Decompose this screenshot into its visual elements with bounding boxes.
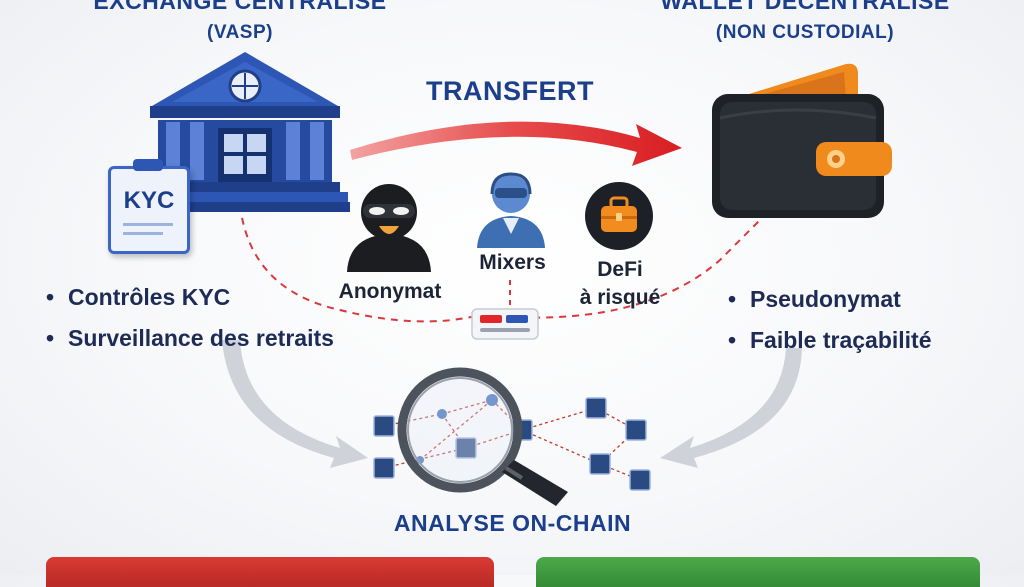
transfer-arrow — [350, 121, 682, 166]
clipboard-line — [123, 232, 163, 235]
left-bullet-kyc: •Contrôles KYC — [46, 284, 231, 310]
bottom-red-banner — [46, 557, 494, 587]
risk-label-anonymity: Anonymat — [338, 280, 442, 303]
connector-layer — [222, 121, 802, 468]
left-bullet-list: •Contrôles KYC •Surveillance des retrait… — [46, 284, 334, 366]
right-panel-subtitle: (NON CUSTODIAL) — [715, 22, 895, 43]
clipboard-clip — [133, 159, 163, 171]
kyc-clipboard: KYC — [108, 159, 190, 254]
bank-building-icon — [140, 52, 350, 212]
clipboard-line — [123, 223, 173, 226]
risk-label-defi: DeFi à risqué — [579, 258, 661, 309]
bottom-green-banner — [536, 557, 980, 587]
kyc-badge-text: KYC — [123, 187, 175, 214]
left-panel-subtitle: (VASP) — [207, 22, 273, 43]
left-panel-title: EXCHANGE CENTRALISÉ — [93, 0, 387, 14]
credit-card-icon — [471, 308, 539, 340]
defi-briefcase-icon — [585, 182, 653, 250]
wallet-icon — [712, 63, 892, 218]
right-bullet-pseudonymity: •Pseudonymat — [728, 286, 901, 312]
magnifier-network-icon — [373, 367, 651, 506]
right-grey-arrow — [660, 348, 802, 468]
anonymous-hacker-icon — [347, 184, 431, 272]
left-bullet-withdrawals: •Surveillance des retraits — [46, 325, 334, 351]
right-bullet-list: •Pseudonymat •Faible traçabilité — [728, 286, 932, 368]
right-bullet-traceability: •Faible traçabilité — [728, 327, 932, 353]
right-panel-title: WALLET DÉCENTRALISÉ — [660, 0, 950, 14]
dashed-flow-curve — [239, 204, 771, 323]
left-grey-arrow — [222, 340, 368, 468]
transfer-label: TRANSFERT — [426, 76, 594, 106]
risk-label-mixers: Mixers — [479, 251, 546, 274]
analysis-label: ANALYSE ON-CHAIN — [393, 510, 632, 536]
mixer-agent-icon — [477, 172, 545, 248]
